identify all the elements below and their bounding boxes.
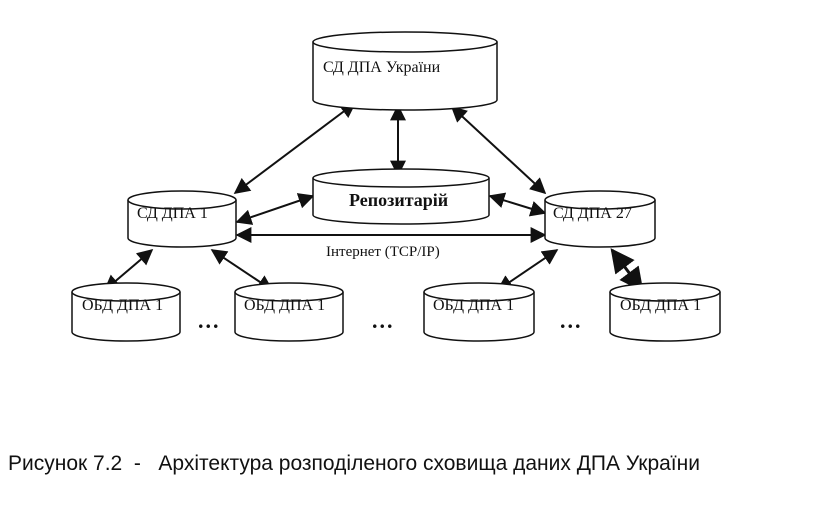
edge-sd27-obd3: [496, 249, 559, 291]
node-repository: Репозитарій: [312, 168, 490, 225]
node-repository-label: Репозитарій: [349, 190, 448, 210]
node-sd-1: СД ДПА 1: [127, 190, 237, 248]
node-sd-27-label: СД ДПА 27: [553, 205, 632, 222]
edge-repository-sd27: [488, 192, 547, 217]
edge-sd1-obd2: [210, 249, 274, 291]
figure-caption: Рисунок 7.2 - Архітектура розподіленого …: [8, 452, 700, 475]
ellipsis-3: ...: [560, 308, 583, 333]
node-obd-4-label: ОБД ДПА 1: [620, 297, 701, 314]
node-obd-3: ОБД ДПА 1: [423, 282, 535, 342]
node-sd-ukraine-label: СД ДПА України: [323, 59, 441, 76]
edges: [103, 102, 644, 292]
node-obd-1: ОБД ДПА 1: [71, 282, 181, 342]
node-obd-2-label: ОБД ДПА 1: [244, 297, 325, 314]
internet-label: Інтернет (TCP/IP): [326, 244, 440, 260]
node-obd-3-label: ОБД ДПА 1: [433, 297, 514, 314]
node-sd-27: СД ДПА 27: [544, 190, 656, 248]
node-sd-1-label: СД ДПА 1: [137, 205, 208, 222]
node-obd-1-label: ОБД ДПА 1: [82, 297, 163, 314]
architecture-diagram: СД ДПА України Репозитарій СД ДПА 1 СД Д…: [71, 31, 721, 342]
node-obd-4: ОБД ДПА 1: [609, 282, 721, 342]
edge-sd1-repository: [235, 193, 315, 225]
edge-sd27-obd4: [610, 248, 644, 292]
edge-sd27-sdukraine: [450, 105, 547, 195]
node-sd-ukraine: СД ДПА України: [312, 31, 498, 111]
ellipsis-1: ...: [198, 308, 221, 333]
node-obd-2: ОБД ДПА 1: [234, 282, 344, 342]
edge-sd1-sdukraine: [233, 102, 357, 194]
ellipsis-2: ...: [372, 308, 395, 333]
